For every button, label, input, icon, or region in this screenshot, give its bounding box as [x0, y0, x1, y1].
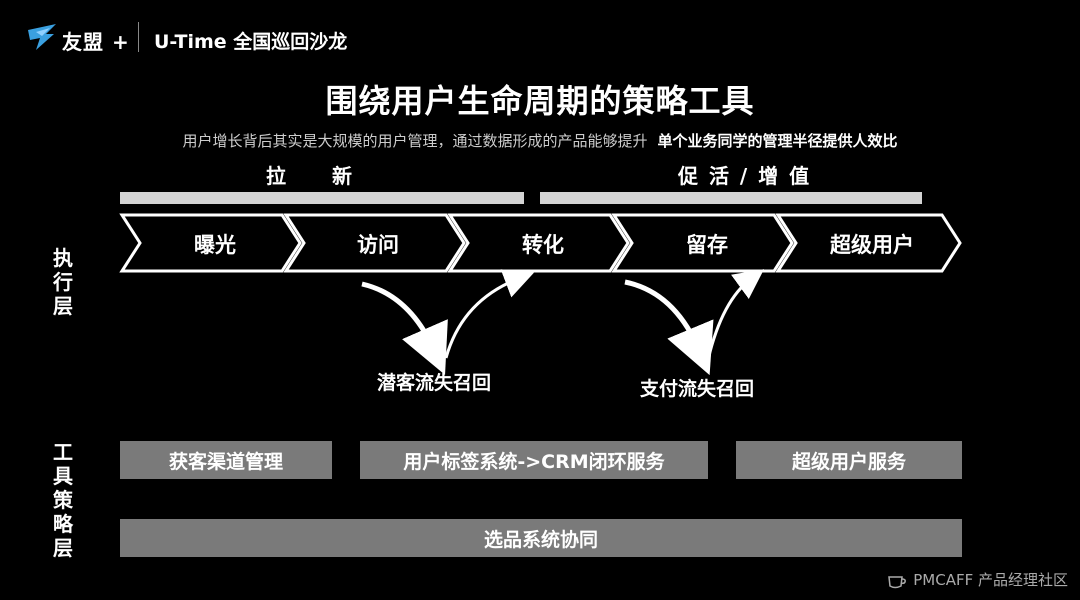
- stage-label-visit: 访问: [357, 233, 399, 257]
- recall-label-potential: 潜客流失召回: [377, 372, 492, 394]
- layer-label-execution: 执行层: [53, 246, 73, 318]
- coffee-cup-icon: [888, 575, 907, 588]
- subtitle: 用户增长背后其实是大规模的用户管理，通过数据形成的产品能够提升单个业务同学的管理…: [0, 130, 1080, 151]
- chevron-stage-3: [447, 213, 630, 273]
- stage-label-super-user: 超级用户: [830, 233, 914, 257]
- chevron-stage-5: [775, 213, 962, 273]
- header-divider: [138, 22, 139, 52]
- subtitle-text: 用户增长背后其实是大规模的用户管理，通过数据形成的产品能够提升: [182, 132, 648, 150]
- chevron-stage-1: [119, 213, 302, 273]
- tool-product-selection: 选品系统协同: [120, 519, 962, 557]
- brand-name: 友盟 +: [62, 30, 130, 54]
- tool-crm-loop: 用户标签系统->CRM闭环服务: [360, 441, 708, 479]
- tool-acquisition-management: 获客渠道管理: [120, 441, 332, 479]
- recall-arrow-up-2: [706, 269, 765, 361]
- watermark-text: PMCAFF 产品经理社区: [913, 571, 1068, 589]
- stage-label-conversion: 转化: [522, 233, 564, 257]
- event-name: U-Time 全国巡回沙龙: [154, 31, 348, 53]
- recall-arrow-down-2: [624, 279, 714, 376]
- phase-bar-acquire: [120, 192, 524, 204]
- phase-bar-promote: [540, 192, 922, 204]
- tool-super-user-service: 超级用户服务: [736, 441, 962, 479]
- subtitle-highlight: 单个业务同学的管理半径提供人效比: [657, 132, 898, 150]
- bird-logo-icon: [28, 24, 56, 50]
- recall-arrow-down-1: [361, 281, 448, 375]
- chevron-stage-4: [611, 213, 794, 273]
- chevron-stage-2: [283, 213, 466, 273]
- phase-label-acquire: 拉 新: [266, 164, 354, 188]
- stage-label-retention: 留存: [686, 233, 728, 257]
- layer-label-tools: 工具策略层: [53, 440, 73, 560]
- recall-arrow-up-1: [444, 269, 535, 359]
- phase-label-promote: 促 活 / 增 值: [678, 164, 812, 188]
- page-title: 围绕用户生命周期的策略工具: [325, 82, 755, 120]
- watermark: PMCAFF 产品经理社区: [887, 569, 1068, 590]
- recall-label-paid: 支付流失召回: [640, 378, 755, 400]
- stage-label-exposure: 曝光: [194, 233, 236, 257]
